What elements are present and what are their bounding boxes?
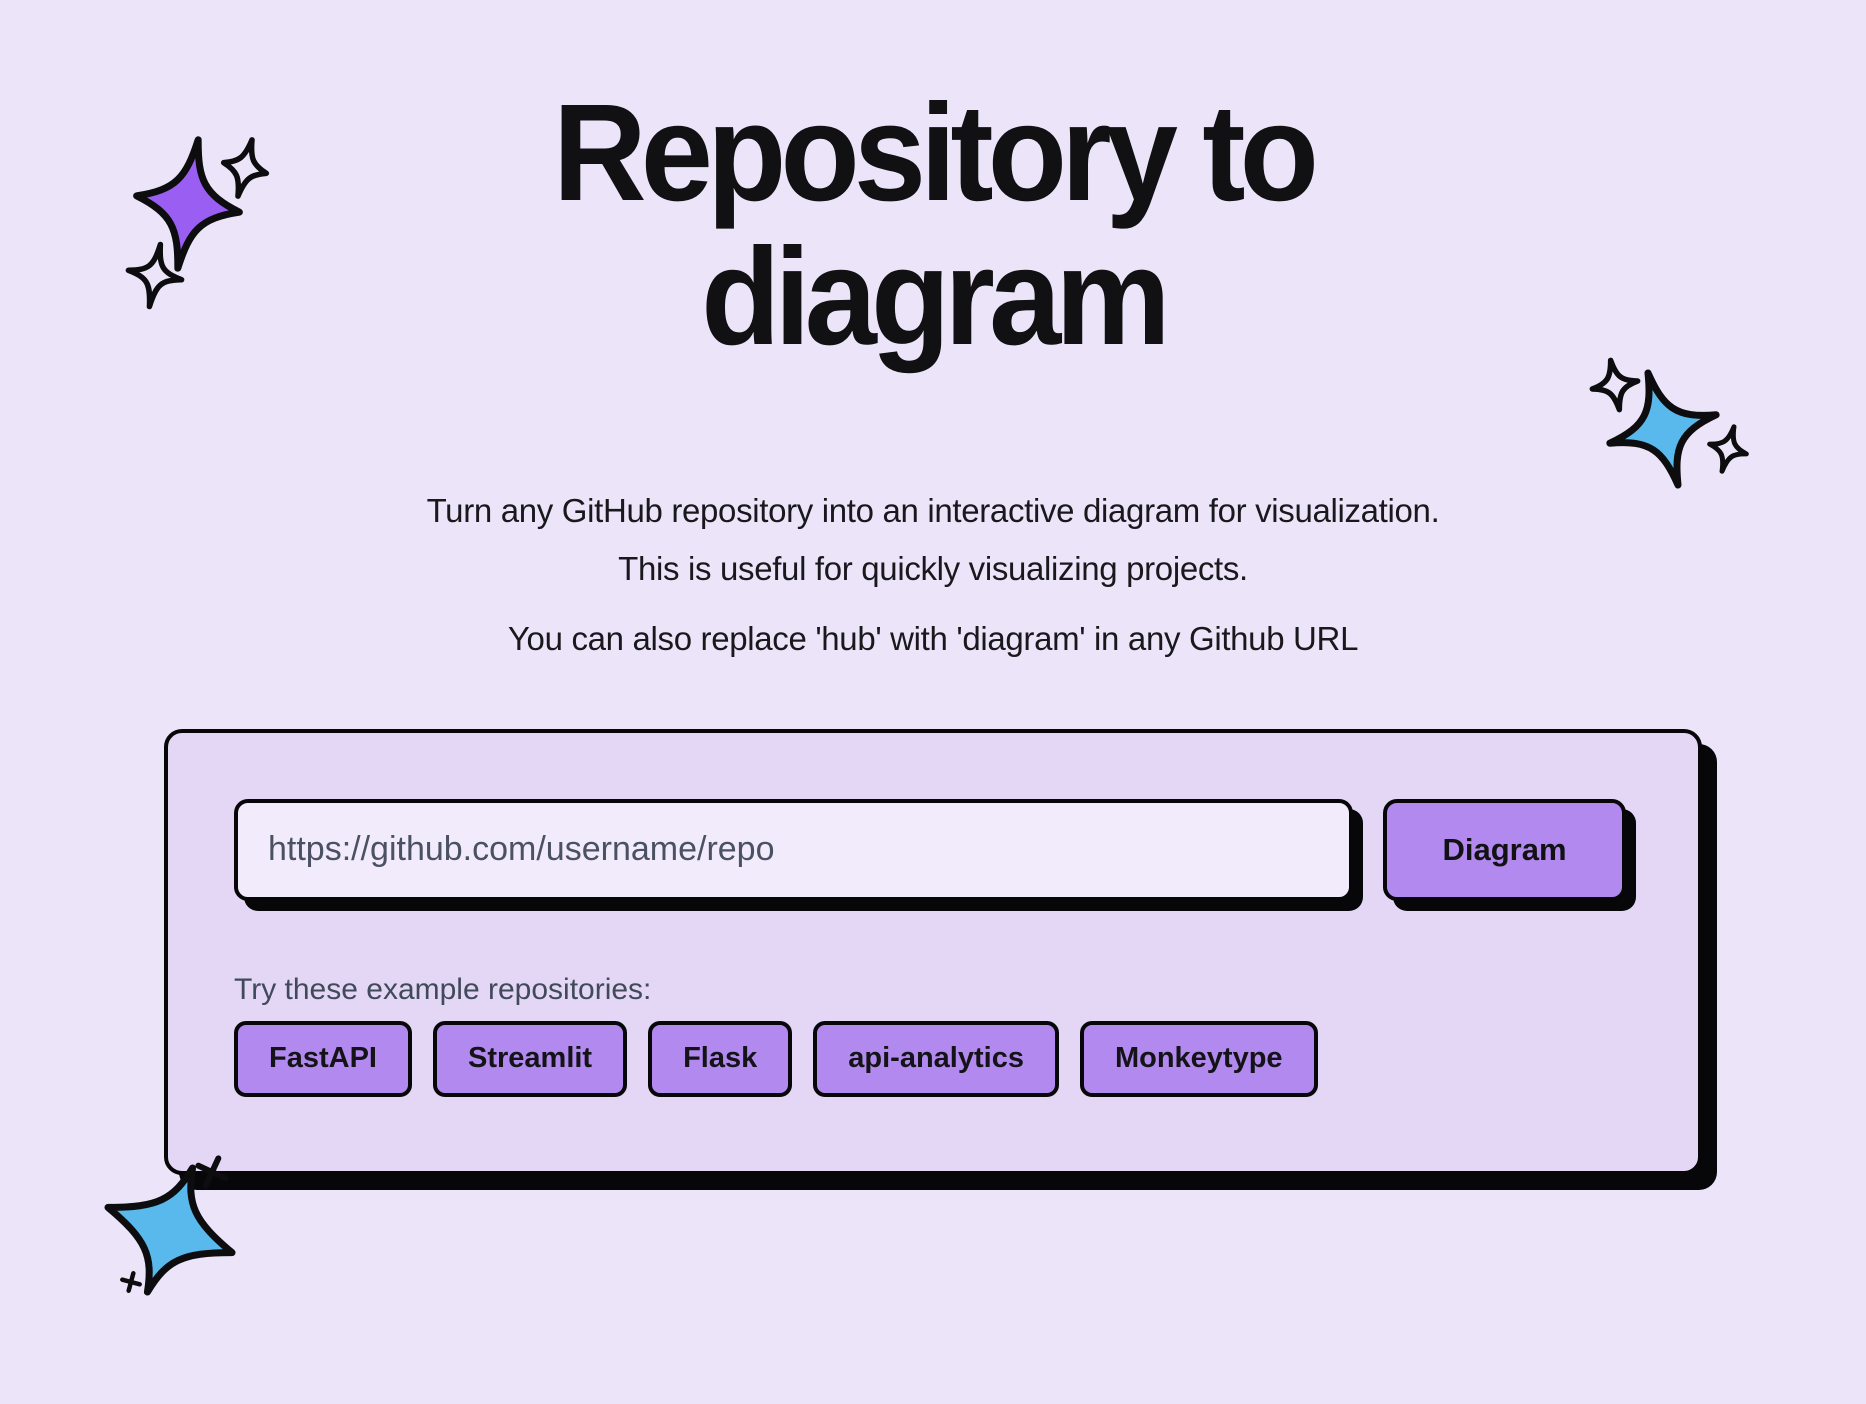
page-title: Repository to diagram	[56, 76, 1810, 374]
subtitle-line-2: This is useful for quickly visualizing p…	[618, 549, 1248, 587]
page-title-line-1: Repository to	[552, 76, 1319, 230]
example-repo-buttons: FastAPI Streamlit Flask api-analytics Mo…	[234, 1020, 1626, 1097]
diagram-form-card: Diagram Try these example repositories: …	[164, 728, 1702, 1175]
url-form-row: Diagram	[234, 798, 1626, 901]
subtitle-line-3: You can also replace 'hub' with 'diagram…	[507, 620, 1359, 658]
example-repo-flask[interactable]: Flask	[648, 1020, 793, 1097]
example-repo-api-analytics[interactable]: api-analytics	[813, 1020, 1059, 1097]
plus-mark	[120, 1271, 142, 1293]
example-repo-monkeytype[interactable]: Monkeytype	[1079, 1020, 1318, 1097]
subtitle-line-1: Turn any GitHub repository into an inter…	[426, 492, 1440, 530]
page-title-line-2: diagram	[701, 219, 1171, 374]
example-repo-streamlit[interactable]: Streamlit	[432, 1020, 628, 1097]
example-repo-fastapi[interactable]: FastAPI	[234, 1020, 412, 1097]
diagram-button[interactable]: Diagram	[1383, 798, 1626, 901]
examples-label: Try these example repositories:	[234, 972, 652, 1006]
repo-url-input[interactable]	[234, 798, 1353, 901]
landing-hero: Repository to diagram Turn any GitHub re…	[0, 76, 1866, 1175]
